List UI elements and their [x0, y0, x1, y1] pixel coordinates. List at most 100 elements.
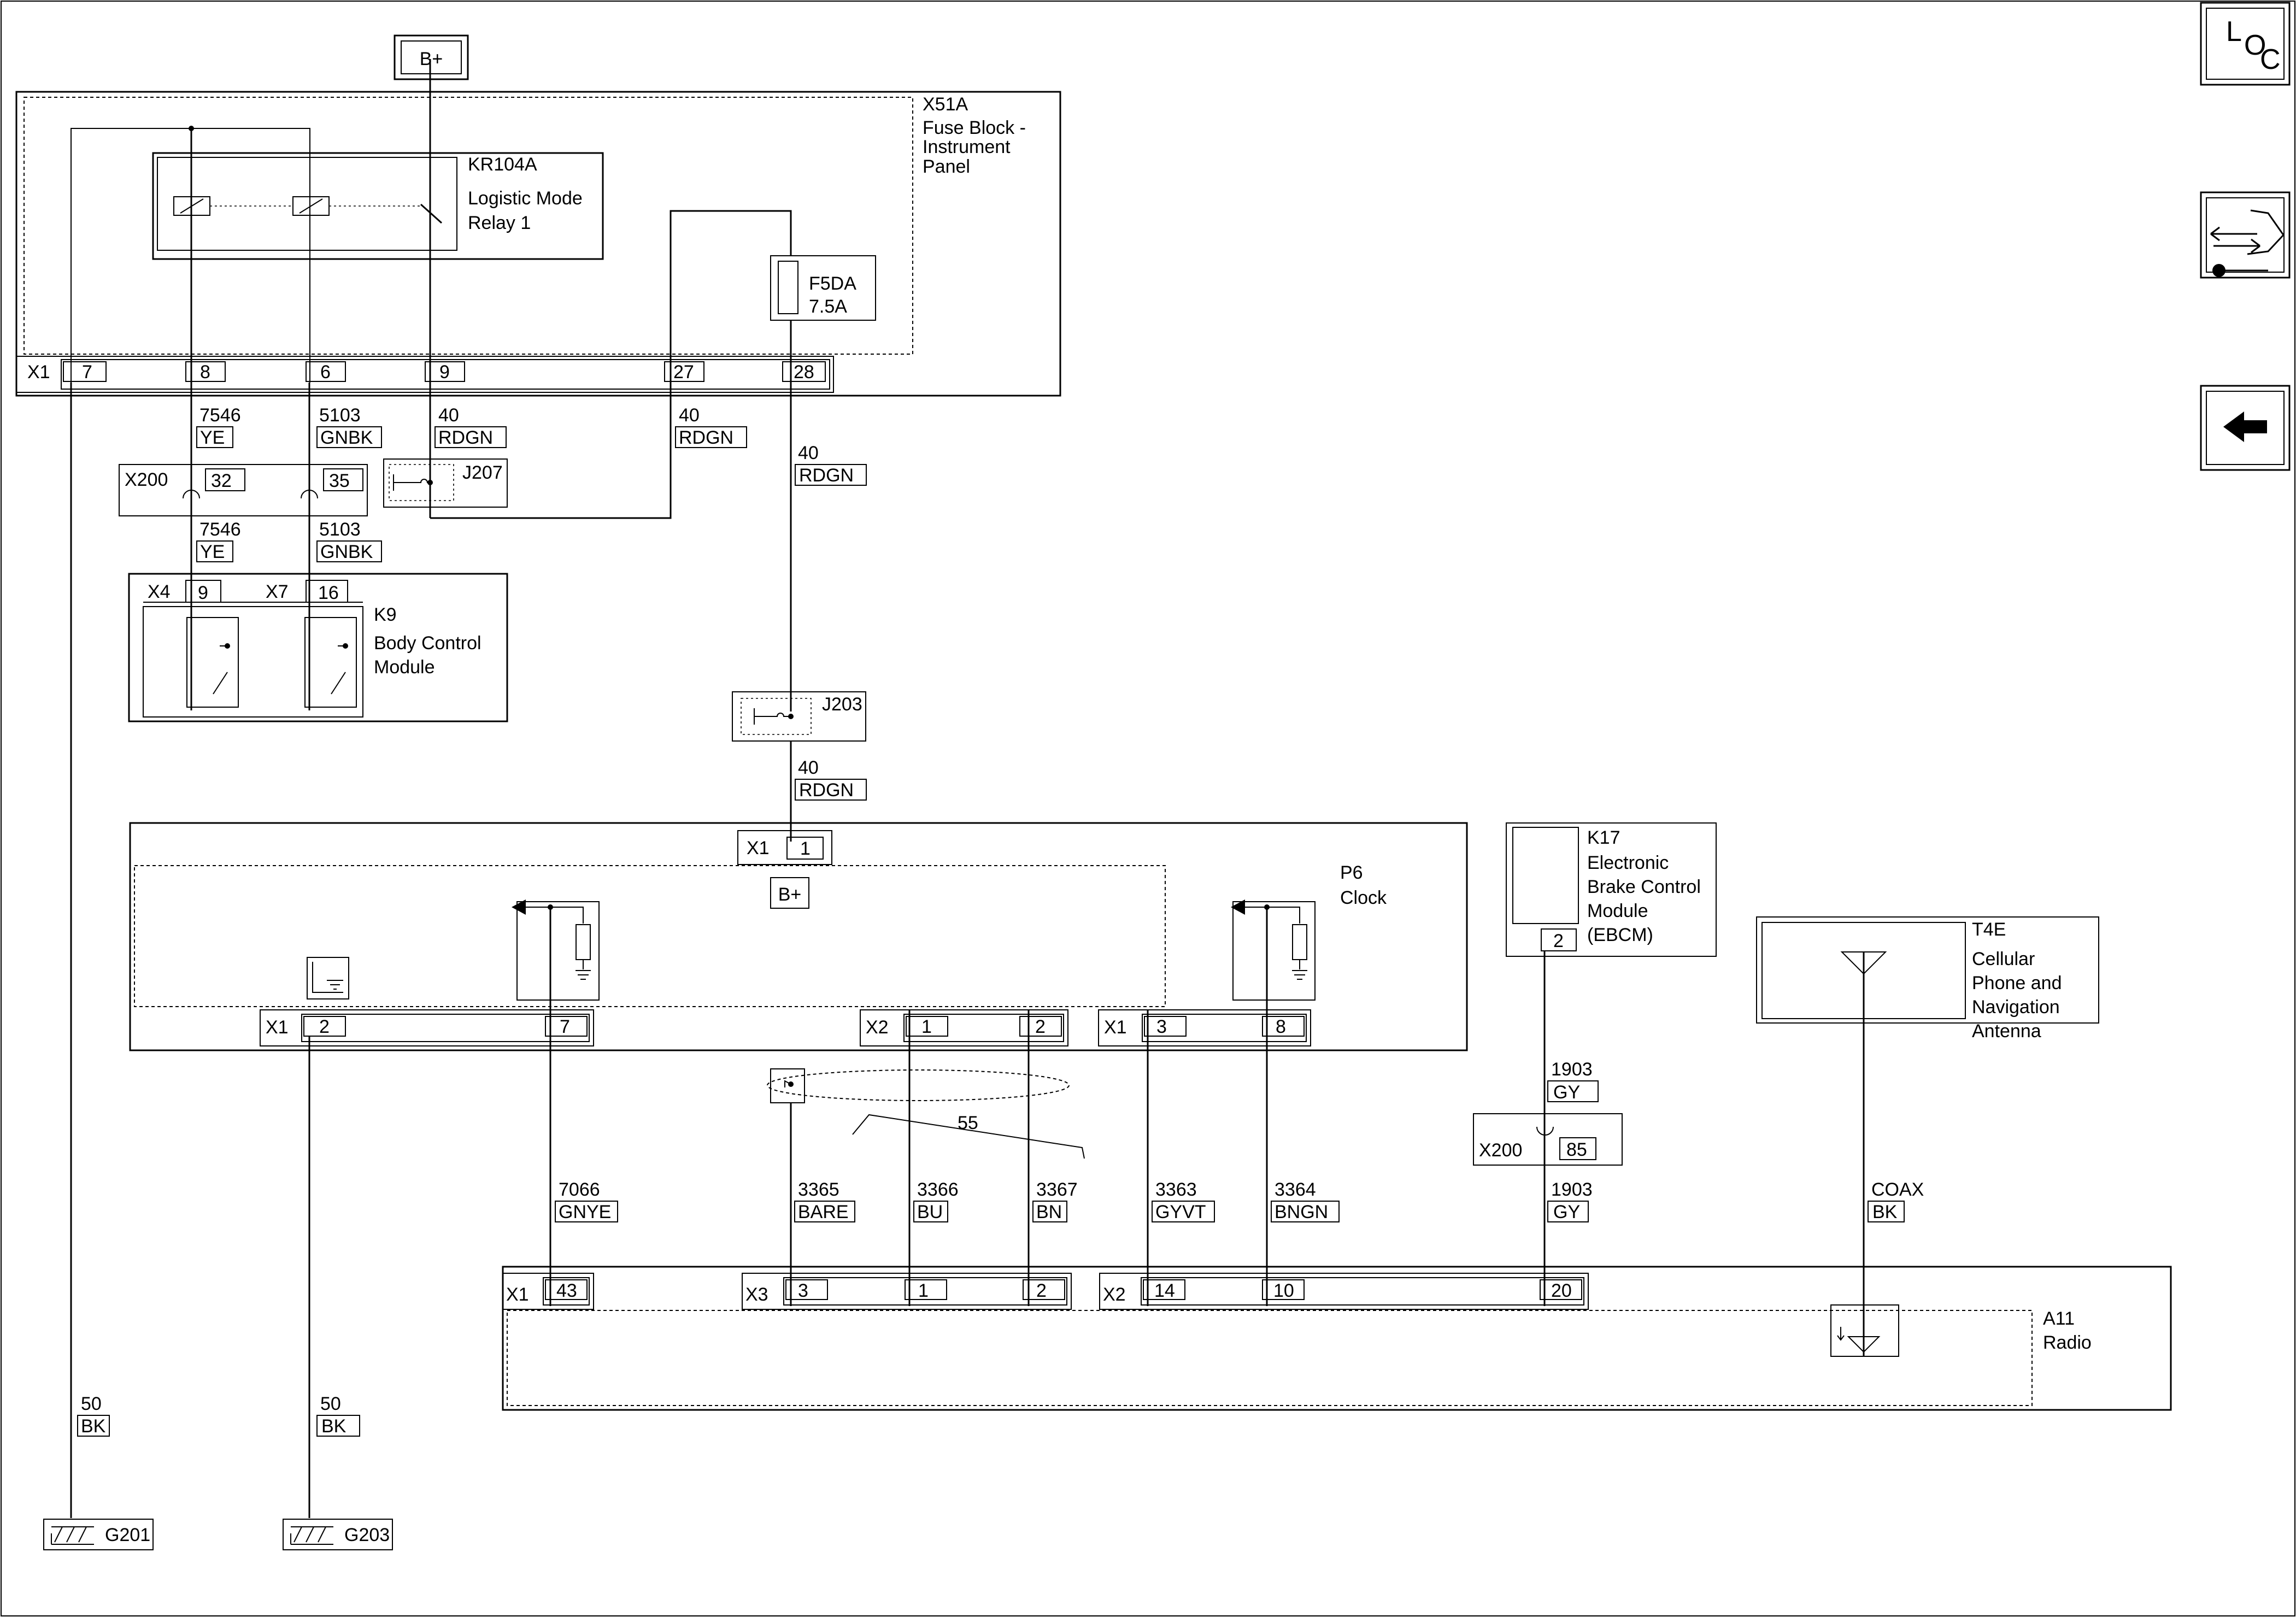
radio-name: Radio: [2043, 1332, 2092, 1353]
clock-power-label: B+: [778, 884, 802, 905]
fuse-block-name-1: Fuse Block -: [923, 117, 1026, 138]
antenna-name-2: Phone and: [1972, 973, 2062, 993]
wire-label-1903-lower: 1903 GY: [1547, 1179, 1593, 1222]
pin-label: 8: [200, 362, 210, 383]
wire-label-40-a: 40 RDGN: [434, 405, 507, 448]
fuse-block-name-3: Panel: [923, 156, 970, 177]
wire-label-3365: 3365 BARE: [794, 1179, 855, 1222]
pin-label: 16: [318, 583, 339, 603]
connector-service-button[interactable]: [2200, 191, 2291, 279]
fuse-block-connector-label: X1: [27, 362, 50, 383]
fuse-ref: F5DA: [809, 273, 856, 294]
circuit-number: 1903: [1551, 1179, 1593, 1200]
back-button[interactable]: [2200, 385, 2291, 471]
ebcm-name-1: Electronic: [1587, 852, 1669, 873]
relay-kr104a: [152, 152, 604, 260]
ground-ref: G201: [105, 1525, 150, 1545]
pin-label: 35: [329, 471, 350, 491]
wire-label-7066: 7066 GNYE: [555, 1179, 618, 1222]
circuit-number: 40: [798, 443, 819, 463]
circuit-number: 3364: [1275, 1179, 1316, 1200]
wire-color: BK: [321, 1416, 347, 1437]
pin-label: 32: [211, 471, 232, 491]
antenna-name-4: Antenna: [1972, 1021, 2041, 1042]
relay-name-1: Logistic Mode: [468, 188, 583, 209]
pin-label: 3: [1156, 1016, 1167, 1037]
circuit-number: 1903: [1551, 1059, 1593, 1080]
wire-color: RDGN: [799, 465, 854, 486]
twist-label: 55: [958, 1113, 978, 1133]
clock-connector-label: X1: [266, 1017, 289, 1038]
ground-g203: 50 BK G203: [283, 1393, 393, 1550]
clock-power-box: [770, 877, 809, 909]
radio-a11: A11 Radio X1 43 X3 3 1 2 X2 14 10 20: [502, 1266, 2172, 1411]
wire-color: GNYE: [559, 1202, 611, 1222]
wire-color: YE: [200, 427, 225, 448]
inline-connector-ref: X200: [1479, 1140, 1522, 1161]
ground-symbol-icon: [51, 1526, 94, 1545]
bcm-name-2: Module: [374, 657, 435, 678]
antenna-name-1: Cellular: [1972, 949, 2035, 969]
pin-label: 85: [1566, 1139, 1587, 1160]
pin-label: 3: [798, 1280, 808, 1301]
bcm-name-1: Body Control: [374, 633, 481, 654]
fuse-block-internal-wires: [71, 59, 792, 712]
wire-label-3366: 3366 BU: [913, 1179, 959, 1222]
pin-label: 8: [1276, 1016, 1286, 1037]
wire-label-3364: 3364 BNGN: [1271, 1179, 1340, 1222]
ebcm-name-2: Brake Control: [1587, 877, 1701, 897]
relay-ref: KR104A: [468, 154, 537, 175]
battery-positive-box: B+: [394, 34, 469, 80]
circuit-number: 3367: [1036, 1179, 1078, 1200]
circuit-number: COAX: [1871, 1179, 1924, 1200]
wire-label-3367: 3367 BN: [1032, 1179, 1078, 1222]
location-view-button[interactable]: L O C: [2200, 2, 2291, 86]
wire-color: BK: [1872, 1202, 1898, 1222]
wire-color: BN: [1036, 1202, 1062, 1222]
splice-j203: J203: [732, 691, 866, 742]
circuit-number: 5103: [319, 405, 361, 426]
pin-label: 10: [1273, 1280, 1294, 1301]
circuit-number: 50: [320, 1393, 341, 1414]
wire-label-40-lower: 40 RDGN: [795, 757, 867, 801]
wire-color: GNBK: [320, 542, 373, 562]
ebcm-k17: 2 K17 Electronic Brake Control Module (E…: [1506, 822, 1717, 957]
fuse-block-name-2: Instrument: [923, 137, 1011, 157]
wire-color: RDGN: [679, 427, 733, 448]
clock-connector-label: X2: [866, 1017, 889, 1038]
wire-color: RDGN: [438, 427, 493, 448]
wire-color: BU: [917, 1202, 943, 1222]
antenna-ref: T4E: [1972, 919, 2006, 940]
circuit-number: 3365: [798, 1179, 839, 1200]
twisted-pair-shield: 55: [767, 1068, 1085, 1159]
clock-top-connector: X1: [747, 838, 770, 859]
body-control-module-k9: X4 9 X7 16 K9 Body Control Module: [128, 573, 508, 722]
wire-label-7546-upper: 7546 YE: [196, 405, 241, 448]
lower-wires: [70, 383, 1865, 1518]
pin-label: 2: [1553, 931, 1564, 951]
bcm-ref: K9: [374, 604, 397, 625]
radio-connector-label: X1: [506, 1284, 529, 1305]
pin-label: 7: [82, 362, 92, 383]
pin-label: 20: [1551, 1280, 1572, 1301]
pin-label: 2: [319, 1016, 330, 1037]
ground-ref: G203: [344, 1525, 390, 1545]
inline-connector-x200-bottom: 1903 GY X200 85: [1473, 1059, 1623, 1166]
loc-letter-o: O: [2244, 30, 2266, 61]
pin-label: 28: [794, 362, 814, 383]
back-arrow-icon: [2223, 411, 2267, 442]
wire-color: GYVT: [1155, 1202, 1206, 1222]
pin-label: 1: [921, 1016, 932, 1037]
clock-p6: X1 1 B+ P6 Clock X1: [129, 822, 1468, 1051]
pin-label: 43: [556, 1280, 577, 1301]
relay-name-2: Relay 1: [468, 213, 531, 233]
pin-label: 14: [1154, 1280, 1175, 1301]
wire-color: GY: [1553, 1082, 1580, 1103]
relay-switch-contact: [420, 203, 443, 224]
wire-color: BK: [81, 1416, 106, 1437]
pin-label: 9: [439, 362, 450, 383]
loc-letter-c: C: [2260, 44, 2281, 75]
ebcm-name-3: Module: [1587, 901, 1648, 921]
circuit-number: 40: [679, 405, 700, 426]
